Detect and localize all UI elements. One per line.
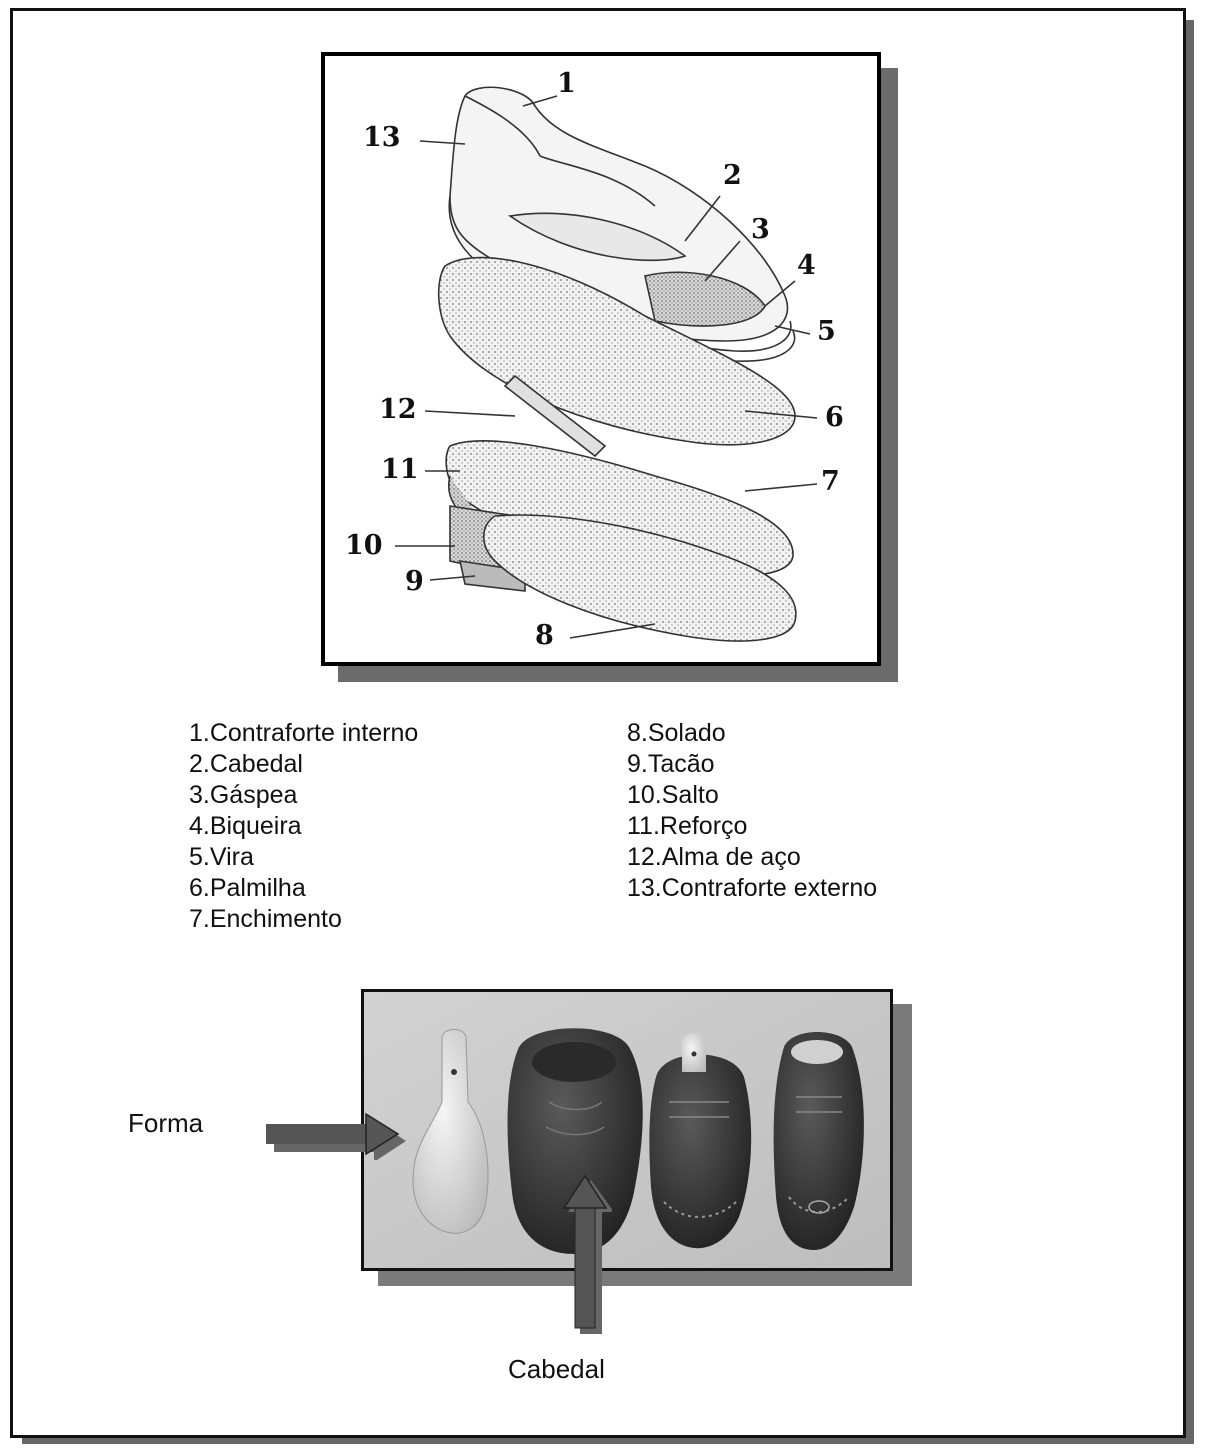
legend-item: 12.Alma de aço	[627, 842, 877, 873]
legend-left-column: 1.Contraforte interno 2.Cabedal 3.Gáspea…	[189, 718, 418, 935]
cabedal-arrow-icon	[562, 1172, 612, 1334]
legend-item: 2.Cabedal	[189, 749, 418, 780]
legend-item: 13.Contraforte externo	[627, 873, 877, 904]
callout-11: 11	[381, 456, 419, 483]
callout-9: 9	[405, 568, 424, 595]
legend-item: 11.Reforço	[627, 811, 877, 842]
legend-item: 10.Salto	[627, 780, 877, 811]
shoe-last-photo	[361, 989, 893, 1271]
callout-6: 6	[825, 404, 844, 431]
legend-item: 8.Solado	[627, 718, 877, 749]
forma-arrow-icon	[266, 1112, 416, 1160]
legend-item: 5.Vira	[189, 842, 418, 873]
shoe-exploded-illustration: 1 2 3 4 5 6 7 8 9 10 11 12 13	[321, 52, 881, 666]
cabedal-label: Cabedal	[508, 1354, 605, 1385]
callout-3: 3	[751, 216, 770, 243]
callout-10: 10	[345, 532, 383, 559]
callout-5: 5	[817, 318, 836, 345]
callout-1: 1	[557, 70, 576, 97]
legend-item: 6.Palmilha	[189, 873, 418, 904]
legend-item: 7.Enchimento	[189, 904, 418, 935]
callout-8: 8	[535, 622, 554, 649]
legend-item: 9.Tacão	[627, 749, 877, 780]
callout-7: 7	[821, 468, 840, 495]
callout-12: 12	[379, 396, 417, 423]
shoe-last-photo-drawing	[364, 992, 890, 1268]
legend-item: 1.Contraforte interno	[189, 718, 418, 749]
callout-13: 13	[363, 124, 401, 151]
callout-2: 2	[723, 162, 742, 189]
callout-4: 4	[797, 252, 816, 279]
forma-label: Forma	[128, 1108, 203, 1139]
legend-item: 4.Biqueira	[189, 811, 418, 842]
legend-item: 3.Gáspea	[189, 780, 418, 811]
legend-right-column: 8.Solado 9.Tacão 10.Salto 11.Reforço 12.…	[627, 718, 877, 904]
